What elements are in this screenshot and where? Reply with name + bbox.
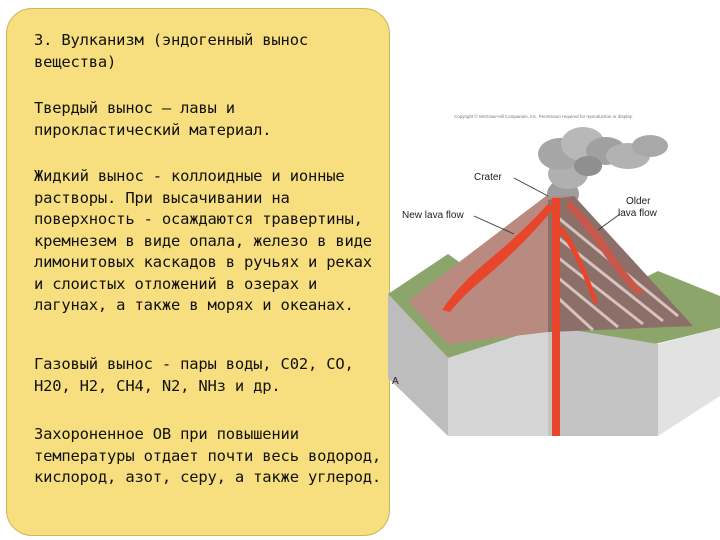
paragraph-solid-output: Твердый вынос – лавы и пирокластический …: [34, 99, 272, 139]
older-lava-flow: [566, 200, 644, 296]
text-card: [6, 8, 390, 536]
heading-volcanism: 3. Вулканизм (эндогенный вынос вещества): [34, 31, 308, 71]
paragraph-buried-organic-matter: Захороненное ОВ при повышении температур…: [34, 425, 382, 486]
new-lava-flow: [442, 204, 554, 312]
magma-conduit: [552, 198, 560, 436]
ground-block-right-side: [658, 328, 720, 436]
label-older-lava-flow-line2: lava flow: [618, 208, 658, 219]
pointer-new-lava-flow: [473, 215, 515, 235]
label-older-lava-flow-line1: Older: [626, 196, 651, 207]
pointer-older-lava-flow: [597, 213, 621, 231]
label-new-lava-flow: New lava flow: [402, 210, 464, 221]
ground-block-front: [448, 326, 548, 436]
volcano-diagram: Copyright © McGraw-Hill Companies, Inc. …: [388, 113, 720, 436]
label-fragment: A: [392, 376, 399, 387]
paragraph-gas-output: Газовый вынос - пары воды, C02, CO, H20,…: [34, 355, 354, 395]
label-crater: Crater: [474, 172, 502, 183]
copyright-text: Copyright © McGraw-Hill Companies, Inc. …: [454, 113, 633, 119]
lava-channel: [558, 226, 598, 304]
ground-block-right-front: [548, 326, 658, 436]
paragraph-liquid-output: Жидкий вынос - коллоидные и ионные раств…: [34, 167, 372, 314]
ground-block-left-side: [388, 294, 448, 436]
pointer-crater: [513, 177, 549, 197]
